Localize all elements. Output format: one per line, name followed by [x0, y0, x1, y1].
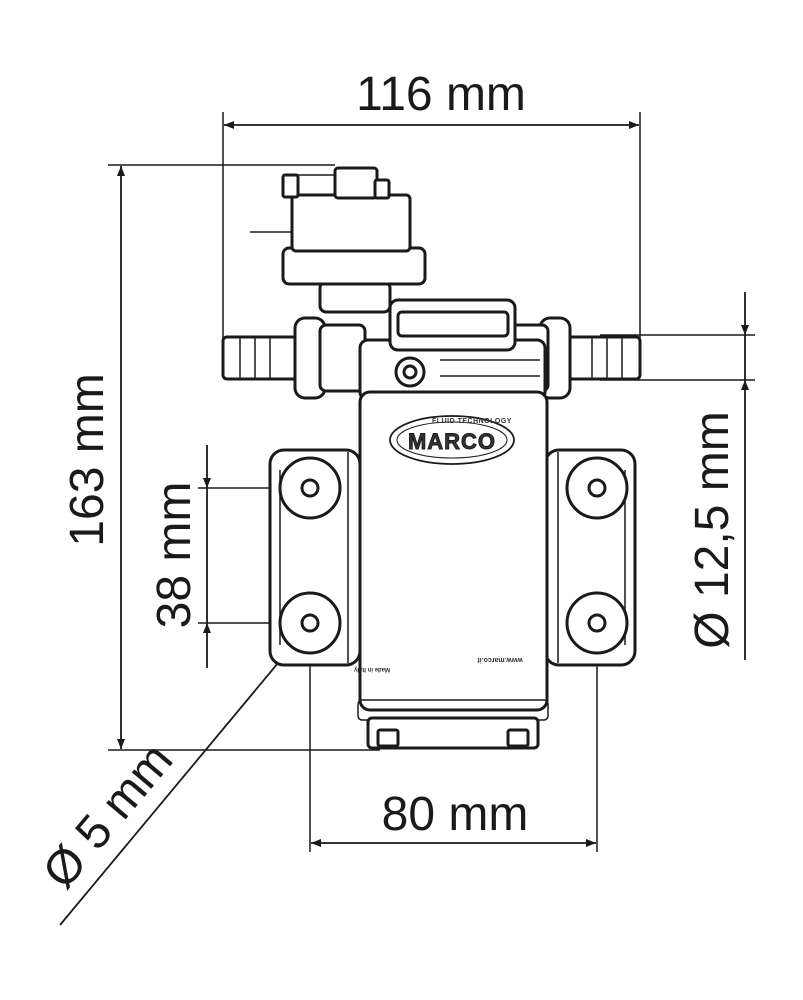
motor-housing [357, 390, 549, 750]
mount-foot-top-right [565, 456, 629, 520]
hole-leader-line [59, 626, 309, 926]
hose-barb-right [558, 335, 642, 381]
pump-head [358, 298, 547, 402]
website-text: www.marco.it [477, 656, 524, 663]
dim-hole-diameter-label: Ø 5 mm [33, 734, 183, 899]
brand-logo: MARCO FLUID TECHNOLOGY [389, 415, 515, 465]
dim-116-label: 116 mm [356, 68, 526, 121]
port-nut-left [293, 316, 367, 400]
origin-text: Made in Italy [353, 666, 390, 672]
mount-foot-top-left [278, 456, 342, 520]
mount-foot-bottom-left [278, 591, 342, 655]
mount-foot-bottom-right [565, 591, 629, 655]
pump-body: MARCO FLUID TECHNOLOGY www.marco.it Made… [221, 166, 642, 750]
brand-tagline: FLUID TECHNOLOGY [432, 418, 512, 425]
dim-port-diameter-label: Ø 12,5 mm [686, 411, 739, 648]
pressure-switch [250, 166, 427, 314]
dim-38-label: 38 mm [148, 482, 201, 629]
brand-name: MARCO [408, 429, 496, 454]
dim-163-label: 163 mm [61, 373, 114, 546]
dim-80-label: 80 mm [382, 788, 529, 841]
hose-barb-left [221, 335, 305, 381]
